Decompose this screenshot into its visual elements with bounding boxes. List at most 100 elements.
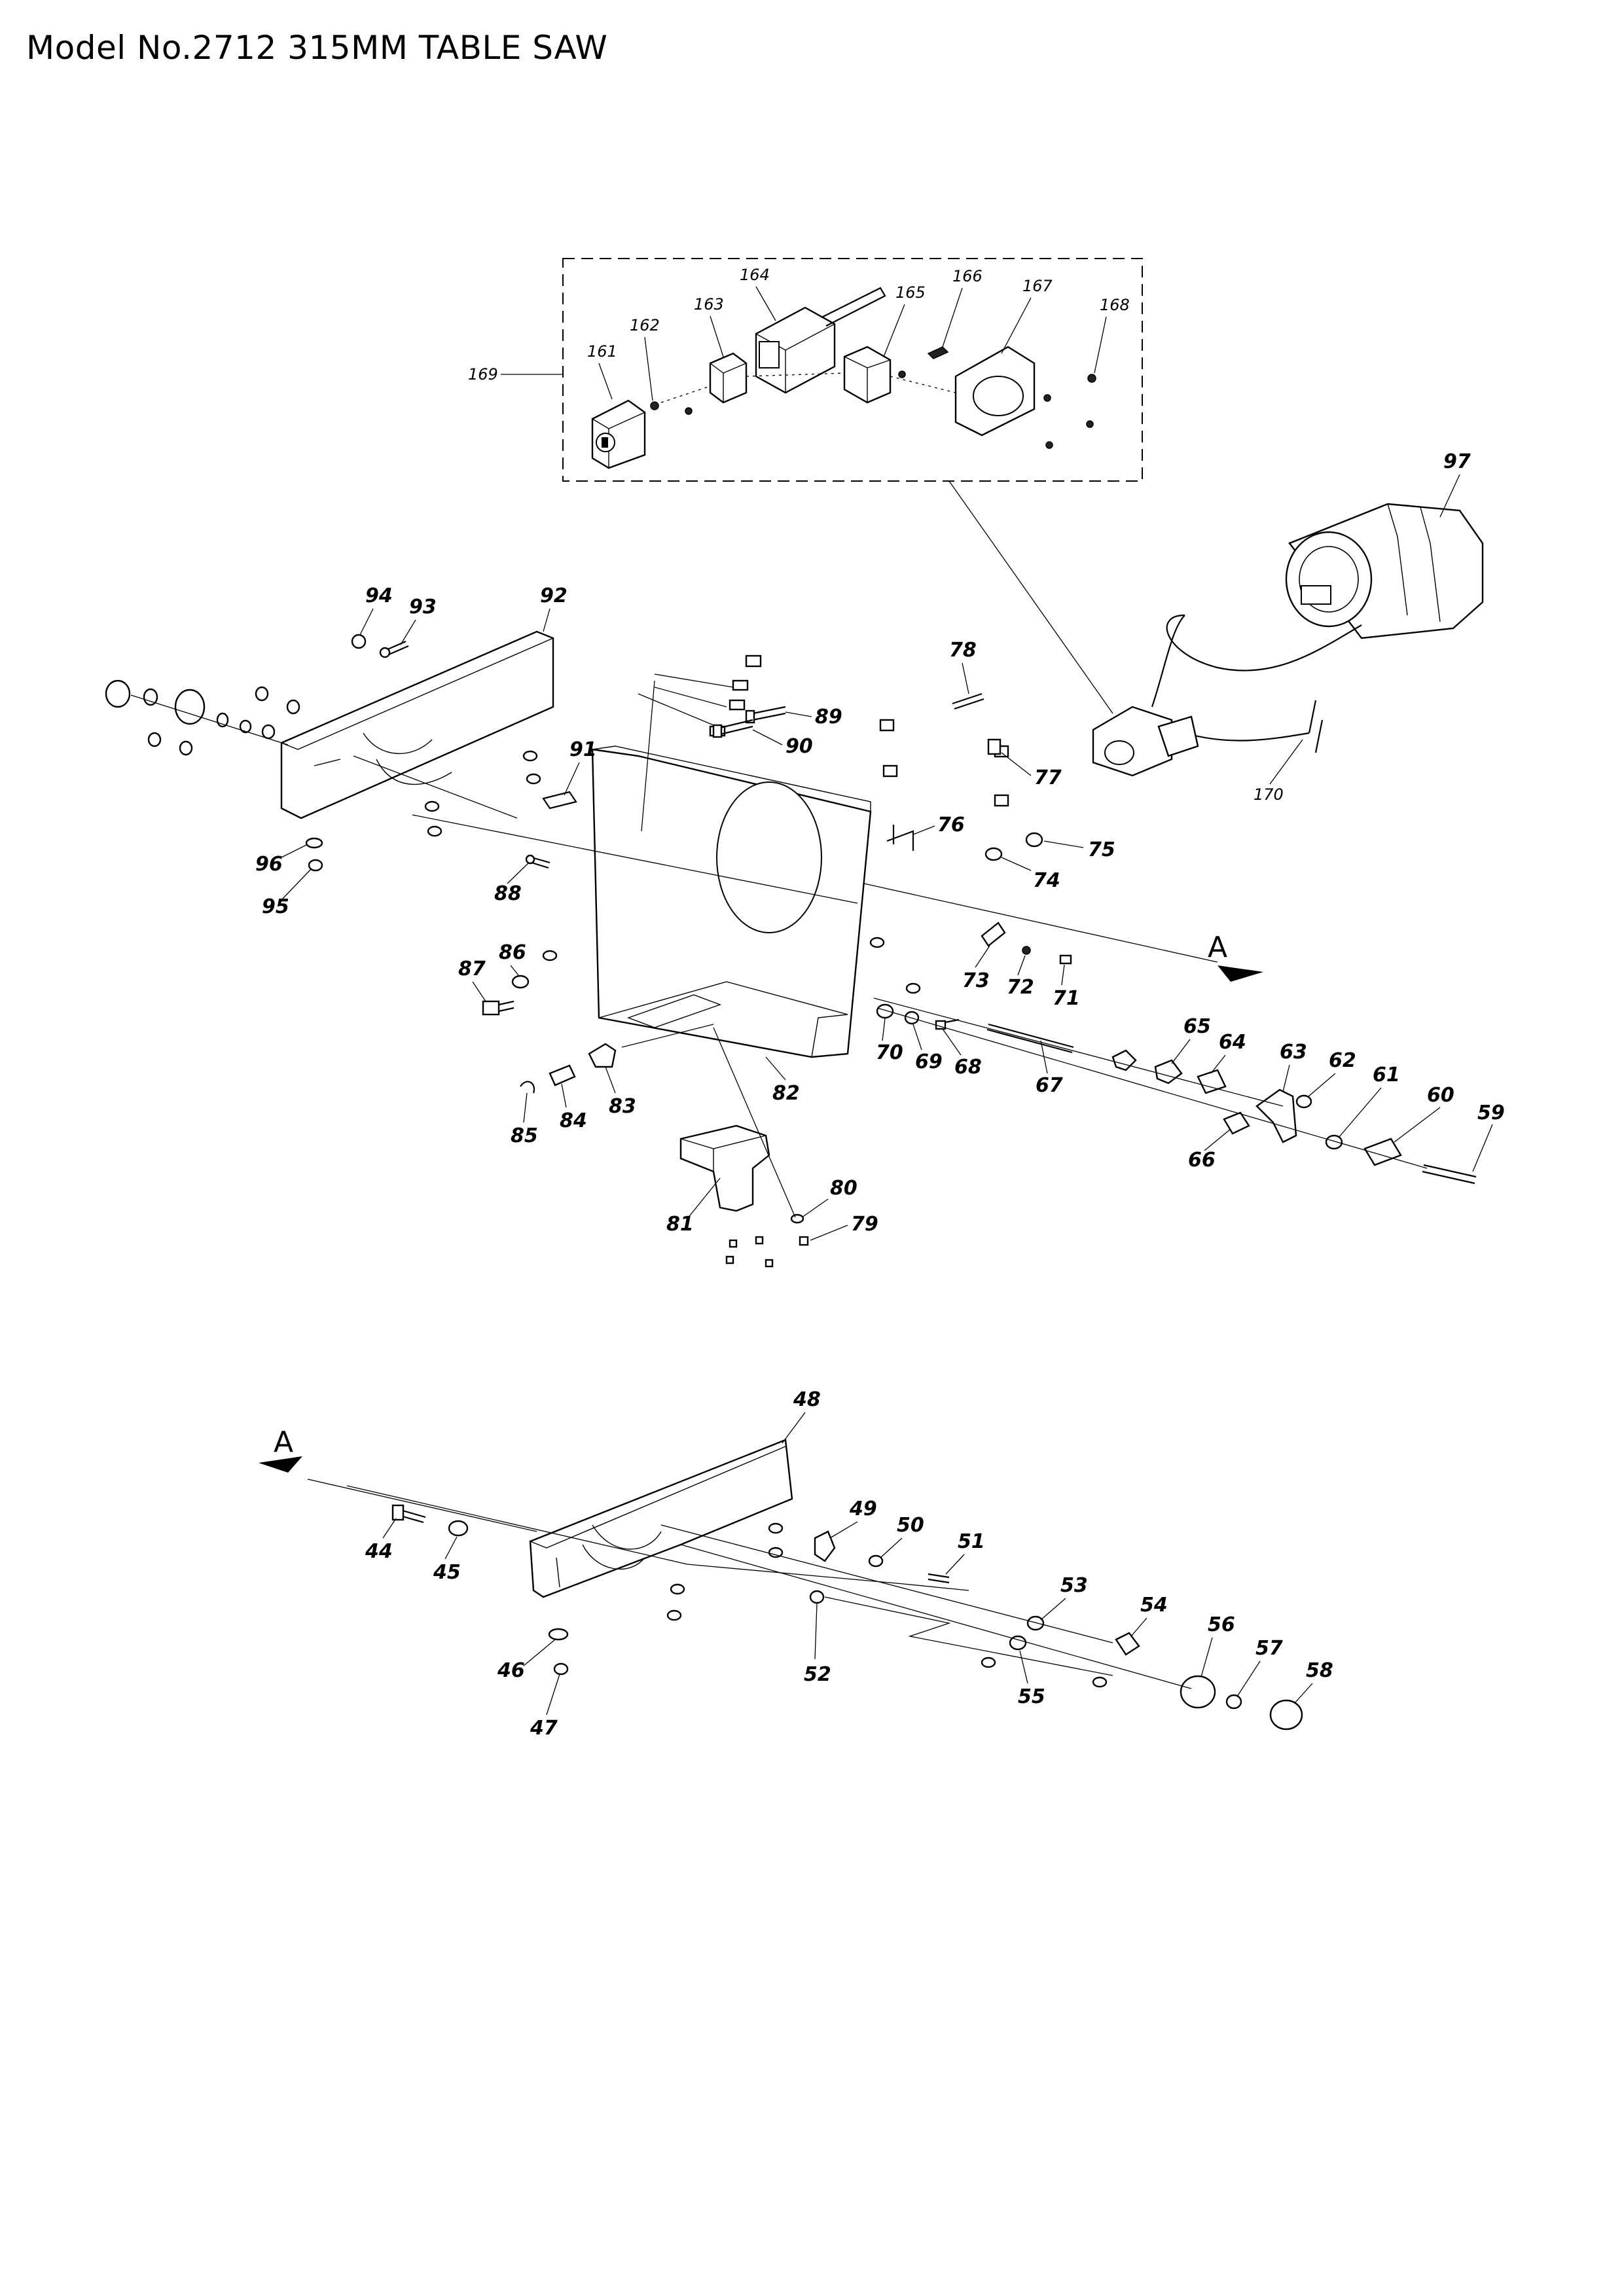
- lower-misc-hardware: [666, 1522, 1108, 1688]
- callout-169: 169: [468, 365, 498, 384]
- callout-48: 48: [793, 1388, 821, 1411]
- part-86-washer: [511, 975, 530, 989]
- part-59-bolt: [1422, 1164, 1477, 1185]
- part-92-front-trunnion: [280, 630, 554, 819]
- callout-162: 162: [630, 316, 660, 334]
- callout-88: 88: [494, 882, 522, 905]
- callout-86: 86: [499, 941, 526, 964]
- callout-84: 84: [560, 1109, 587, 1132]
- part-47-nut: [553, 1662, 569, 1676]
- callout-71: 71: [1053, 987, 1080, 1010]
- part-167-cover-plate: [954, 346, 1094, 449]
- callout-57: 57: [1255, 1637, 1283, 1660]
- callout-83: 83: [609, 1095, 636, 1118]
- part-64-sleeve: [1197, 1069, 1227, 1094]
- section-a-marker-lower: A: [259, 1426, 302, 1473]
- callout-64: 64: [1219, 1031, 1246, 1054]
- callout-56: 56: [1208, 1613, 1235, 1636]
- callout-78: 78: [949, 639, 977, 662]
- part-46-washer: [548, 1628, 569, 1641]
- part-82-cabinet-frame: [591, 745, 872, 1058]
- callout-73: 73: [962, 969, 990, 992]
- callout-53: 53: [1060, 1574, 1088, 1597]
- callout-61: 61: [1373, 1064, 1400, 1086]
- callout-97: 97: [1443, 450, 1471, 473]
- callout-58: 58: [1306, 1659, 1333, 1682]
- callout-66: 66: [1188, 1149, 1216, 1172]
- callout-74: 74: [1033, 869, 1060, 892]
- part-91-clamp: [542, 791, 577, 810]
- part-switch-on-cable: [1092, 706, 1199, 777]
- callout-59: 59: [1477, 1102, 1505, 1124]
- part-97-motor: [1285, 503, 1484, 639]
- page-title: Model No.2712 315MM TABLE SAW: [26, 29, 608, 67]
- motor-power-cable: [1151, 614, 1362, 753]
- part-68-bolt: [935, 1018, 960, 1030]
- callout-50: 50: [897, 1514, 924, 1537]
- callout-96: 96: [255, 853, 283, 876]
- part-90-bolt: [712, 719, 753, 738]
- callout-65: 65: [1183, 1015, 1211, 1038]
- callout-77: 77: [1034, 766, 1062, 789]
- part-71-screw: [1059, 954, 1072, 965]
- part-50-washer: [868, 1554, 884, 1568]
- part-57-nut: [1225, 1694, 1242, 1710]
- callout-45: 45: [433, 1561, 461, 1584]
- callout-93: 93: [409, 596, 437, 619]
- callout-70: 70: [876, 1041, 903, 1064]
- part-72-washer: [1022, 946, 1031, 955]
- part-54-nut: [1115, 1632, 1140, 1656]
- part-85-clip: [520, 1081, 535, 1094]
- part-163-relay: [685, 352, 748, 415]
- part-93-bolt: [379, 640, 409, 658]
- callout-91: 91: [569, 738, 597, 761]
- part-94-washer: [351, 634, 367, 649]
- part-165-contact-block: [843, 346, 906, 404]
- callout-163: 163: [694, 295, 724, 314]
- callout-80: 80: [830, 1177, 857, 1200]
- part-95-nut: [308, 859, 323, 872]
- callout-49: 49: [849, 1498, 877, 1520]
- part-51-screw: [928, 1573, 950, 1584]
- callout-55: 55: [1018, 1685, 1045, 1708]
- callout-161: 161: [587, 342, 617, 361]
- upper-callouts: 59 60 61 62 63 64 65 66 67 68 69 70 71: [255, 450, 1505, 1241]
- part-65-nut: [1154, 1059, 1183, 1085]
- switch-assembly-inset: [562, 258, 1143, 482]
- callout-87: 87: [458, 958, 486, 980]
- callout-69: 69: [915, 1050, 943, 1073]
- part-77-bolt: [987, 738, 1001, 755]
- part-70-washer: [876, 1003, 894, 1019]
- part-55-washer: [1009, 1635, 1027, 1651]
- part-61-washer: [1325, 1134, 1343, 1150]
- part-75-nut: [1025, 832, 1043, 848]
- callout-166: 166: [952, 267, 983, 285]
- callout-85: 85: [511, 1124, 538, 1147]
- callout-47: 47: [530, 1717, 558, 1740]
- part-45-washer: [448, 1520, 469, 1537]
- callout-79: 79: [851, 1213, 878, 1236]
- part-73-bracket: [981, 922, 1006, 947]
- callout-67: 67: [1036, 1074, 1063, 1097]
- part-88-screw: [525, 854, 550, 869]
- section-a-label-lower: A: [274, 1426, 293, 1459]
- callout-90: 90: [785, 735, 813, 758]
- left-handwheel-hardware: [105, 679, 300, 756]
- part-84-pin: [549, 1064, 576, 1086]
- callout-165: 165: [895, 283, 926, 302]
- part-80-washer: [790, 1213, 804, 1224]
- callout-168: 168: [1100, 296, 1130, 314]
- part-78-bolt: [952, 692, 984, 710]
- callout-52: 52: [804, 1663, 831, 1686]
- part-162-screw: [650, 401, 659, 410]
- part-168-screw: [1087, 374, 1096, 383]
- part-66-bushing: [1223, 1111, 1250, 1135]
- callout-68: 68: [954, 1056, 982, 1079]
- part-79-screw: [799, 1236, 809, 1246]
- part-67-threaded-rod: [986, 1023, 1137, 1071]
- part-44-bolt: [391, 1504, 426, 1524]
- part-58-knob: [1269, 1699, 1303, 1731]
- part-74-washer: [984, 847, 1003, 861]
- callout-46: 46: [497, 1659, 525, 1682]
